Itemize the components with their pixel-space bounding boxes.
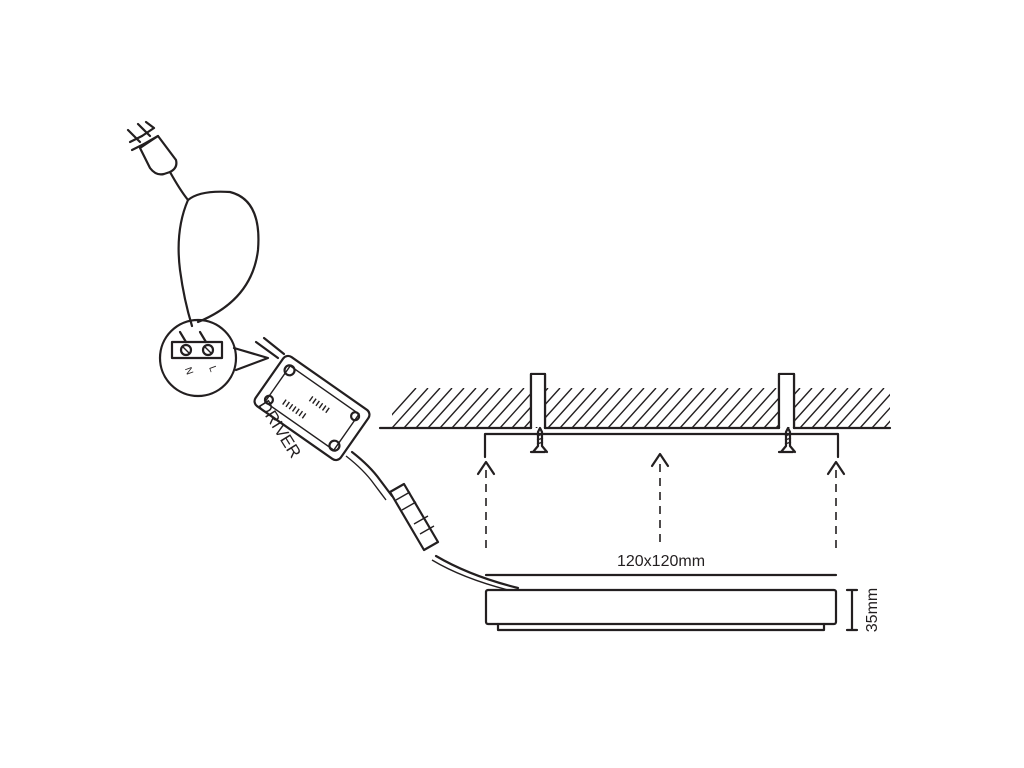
hatch-line: [667, 388, 705, 428]
hatch-line: [811, 388, 849, 428]
led-driver: [253, 354, 371, 462]
hatch-line: [487, 388, 525, 428]
hatch-line: [847, 388, 885, 428]
hatch-line: [559, 388, 597, 428]
hatch-line: [703, 388, 741, 428]
hatch-line: [439, 388, 477, 428]
mounting-direction-arrows: [476, 452, 846, 548]
screw-right-icon: [777, 426, 797, 454]
hatch-line: [571, 388, 609, 428]
hatch-line: [908, 388, 944, 428]
hatch-line: [823, 388, 861, 428]
hatch-line: [871, 406, 890, 428]
hatch-line: [643, 388, 681, 428]
driver-label: DRIVER: [255, 397, 305, 462]
hatch-line: [835, 388, 873, 428]
terminal-block-detail: N L: [158, 318, 238, 398]
width-dimension-label: 120x120mm: [617, 553, 705, 570]
cables: [168, 170, 520, 591]
ceiling-surface-line: [378, 372, 892, 430]
hatch-line: [679, 388, 717, 428]
mounting-bracket: [483, 432, 840, 459]
hatch-line: [727, 388, 765, 428]
height-dimension: 35mm: [845, 588, 881, 632]
hatch-line: [427, 388, 465, 428]
hatch-line: [415, 388, 453, 428]
hatch-line: [392, 388, 417, 416]
ceiling-hatching: [392, 388, 956, 428]
hatch-line: [595, 388, 633, 428]
height-dimension-label: 35mm: [864, 588, 881, 632]
screw-left-icon: [529, 426, 549, 454]
hatch-line: [655, 388, 693, 428]
led-panel: [484, 588, 838, 632]
width-dimension: 120x120mm: [484, 553, 838, 577]
dc-connector: [388, 482, 440, 552]
ceiling: [378, 372, 956, 430]
terminal-n-label: N: [182, 366, 195, 377]
hatch-line: [799, 388, 837, 428]
hatch-line: [859, 393, 890, 428]
hatch-line: [896, 388, 932, 428]
power-plug-icon: [126, 120, 178, 176]
hatch-line: [607, 388, 645, 428]
hatch-line: [392, 388, 429, 428]
hatch-line: [619, 388, 657, 428]
detail-pointer: [232, 346, 270, 372]
hatch-line: [739, 388, 777, 428]
hatch-line: [547, 388, 585, 428]
hatch-line: [631, 388, 669, 428]
hatch-line: [451, 388, 489, 428]
hatch-line: [475, 388, 513, 428]
hatch-line: [920, 388, 956, 428]
hatch-line: [691, 388, 729, 428]
hatch-line: [403, 388, 441, 428]
hatch-line: [583, 388, 621, 428]
hatch-line: [463, 388, 501, 428]
hatch-line: [715, 388, 753, 428]
terminal-l-label: L: [206, 365, 218, 374]
